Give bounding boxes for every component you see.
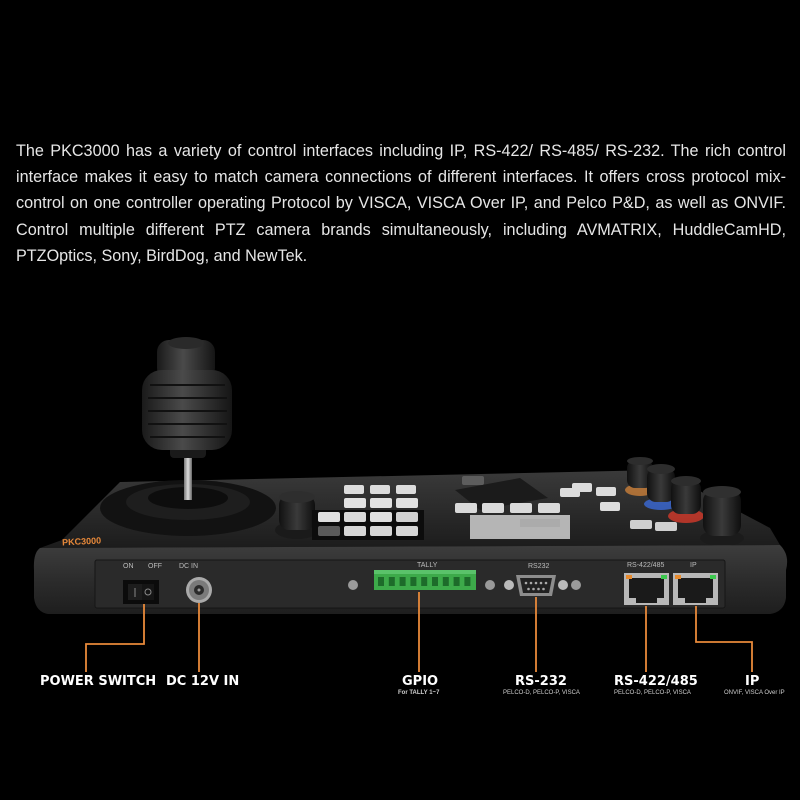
rs232-pin	[529, 581, 533, 585]
rs232-pin	[534, 581, 538, 585]
callout-rs422-485-sub: PELCO-D, PELCO-P, VISCA	[614, 690, 691, 696]
control-knob-2[interactable]	[644, 464, 678, 510]
button-cluster-right[interactable]	[572, 483, 677, 531]
rs232-pin	[527, 587, 530, 591]
off-label: OFF	[148, 563, 162, 570]
power-switch[interactable]	[123, 580, 159, 604]
callout-ip: IP	[745, 674, 760, 689]
tally-pin	[399, 577, 406, 586]
callout-power-switch: POWER SWITCH	[40, 674, 157, 689]
tally-pin	[388, 577, 395, 586]
tally-pin	[464, 577, 471, 586]
rs232-pin	[544, 581, 548, 585]
tally-label: TALLY	[417, 562, 438, 569]
callout-rs232-sub: PELCO-D, PELCO-P, VISCA	[503, 690, 580, 696]
tally-pin	[421, 577, 428, 586]
tally-pin	[453, 577, 460, 586]
joystick-grip	[142, 337, 232, 450]
center-controls[interactable]	[455, 476, 580, 539]
callout-dc-12v-in: DC 12V IN	[166, 674, 240, 689]
screw-icon	[348, 580, 358, 590]
rs232-pin	[532, 587, 535, 591]
rs232-panel-label: RS232	[528, 563, 550, 570]
rs232-pin	[537, 587, 540, 591]
screw-icon	[571, 580, 581, 590]
brand-logo: PKC3000	[62, 535, 102, 547]
tally-pin	[410, 577, 417, 586]
rs422-485-port[interactable]	[624, 573, 669, 605]
callout-rs232: RS-232	[515, 674, 567, 689]
rs232-pin	[542, 587, 545, 591]
ip-panel-label: IP	[690, 562, 697, 569]
callout-ip-sub: ONVIF, VISCA Over IP	[724, 690, 785, 696]
rs232-pin	[524, 581, 528, 585]
dc-in-port[interactable]	[186, 577, 212, 603]
tally-pin	[442, 577, 449, 586]
joystick-shaft	[184, 452, 192, 500]
callout-lines	[85, 592, 753, 672]
on-label: ON	[123, 563, 134, 570]
control-knob-4[interactable]	[700, 486, 744, 546]
callout-gpio-sub: For TALLY 1~7	[398, 690, 440, 696]
control-knob-3[interactable]	[668, 476, 704, 523]
callout-rs422-485: RS-422/485	[614, 674, 698, 689]
screw-icon	[485, 580, 495, 590]
description-text: The PKC3000 has a variety of control int…	[16, 142, 786, 265]
ip-port[interactable]	[673, 573, 718, 605]
zoom-knob[interactable]	[275, 491, 319, 539]
tally-pin	[432, 577, 438, 586]
rs232-pin	[539, 581, 543, 585]
callout-gpio: GPIO	[402, 674, 439, 689]
dc-in-label: DC IN	[179, 563, 199, 570]
tally-pin	[378, 577, 384, 586]
button-cluster-left[interactable]	[312, 485, 424, 540]
rs422-485-panel-label: RS-422/485	[627, 562, 665, 569]
